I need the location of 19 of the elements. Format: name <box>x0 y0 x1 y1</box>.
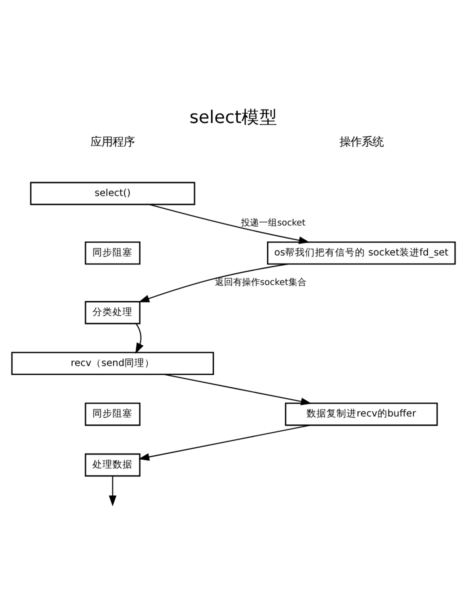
arrow <box>164 373 312 405</box>
arrow <box>138 263 288 302</box>
arrow <box>149 204 310 244</box>
node-box: os帮我们把有信号的 socket装进fd_set <box>267 240 456 264</box>
node-box: select() <box>30 181 196 205</box>
label: 应用程序 <box>90 134 135 148</box>
node-box: 数据复制进recv的buffer <box>284 402 438 426</box>
node-box: 同步阻塞 <box>84 240 140 264</box>
arrow <box>108 476 116 506</box>
edge-label: 投递一组socket <box>241 218 306 228</box>
node-box: recv（send同理） <box>11 351 214 375</box>
arrow <box>135 322 144 354</box>
node-box: 分类处理 <box>84 300 140 324</box>
arrow <box>138 424 310 460</box>
node-box: 同步阻塞 <box>84 402 140 426</box>
node-box: 处理数据 <box>84 452 140 476</box>
edge-label: 返回有操作socket集合 <box>215 278 306 288</box>
diagram-title: select模型 <box>190 108 278 128</box>
label: 操作系统 <box>339 134 384 148</box>
